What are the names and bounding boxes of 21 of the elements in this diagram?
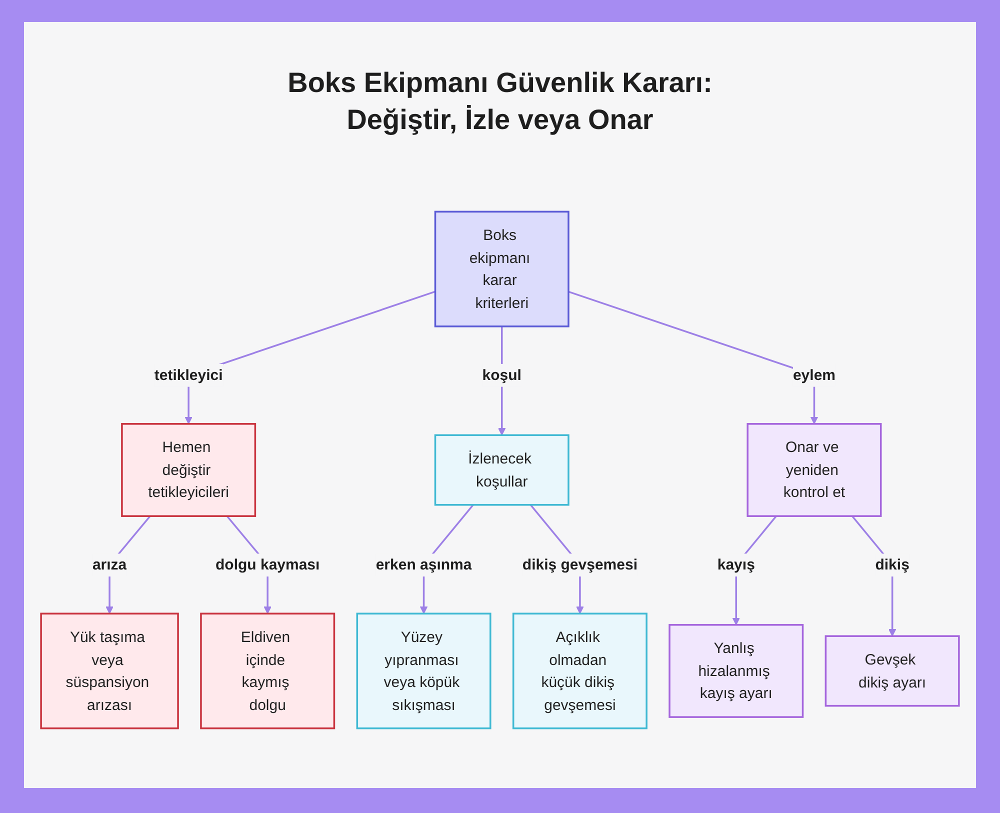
edge-label: dikiş — [875, 556, 910, 574]
edge-label: tetikleyici — [154, 366, 223, 384]
diagram-title: Boks Ekipmanı Güvenlik Kararı: Değiştir, İzle veya Onar — [286, 66, 714, 137]
edge-label: arıza — [92, 556, 127, 574]
edge-label: eylem — [792, 366, 836, 384]
node-box: Yüzey yıpranması veya köpük sıkışması — [356, 612, 492, 730]
edge-label: erken aşınma — [376, 556, 472, 574]
node-box: Eldiven içinde kaymış dolgu — [200, 612, 336, 730]
node-box: Gevşek dikiş ayarı — [824, 635, 960, 707]
arrow — [568, 290, 818, 424]
node-box: İzlenecek koşullar — [434, 434, 570, 506]
node-box: Onar ve yeniden kontrol et — [746, 423, 882, 517]
edge-label: dolgu kayması — [215, 556, 320, 574]
edge-label: koşul — [482, 366, 522, 384]
edge-label: kayış — [717, 556, 755, 574]
node-box: Yük taşıma veya süspansiyon arızası — [40, 612, 179, 730]
node-box: Boks ekipmanı karar kriterleri — [434, 210, 570, 328]
node-box: Yanlış hizalanmış kayış ayarı — [668, 624, 804, 718]
node-box: Açıklık olmadan küçük dikiş gevşemesi — [512, 612, 648, 730]
edge-label: dikiş gevşemesi — [522, 556, 638, 574]
node-box: Hemen değiştir tetikleyicileri — [121, 423, 256, 517]
